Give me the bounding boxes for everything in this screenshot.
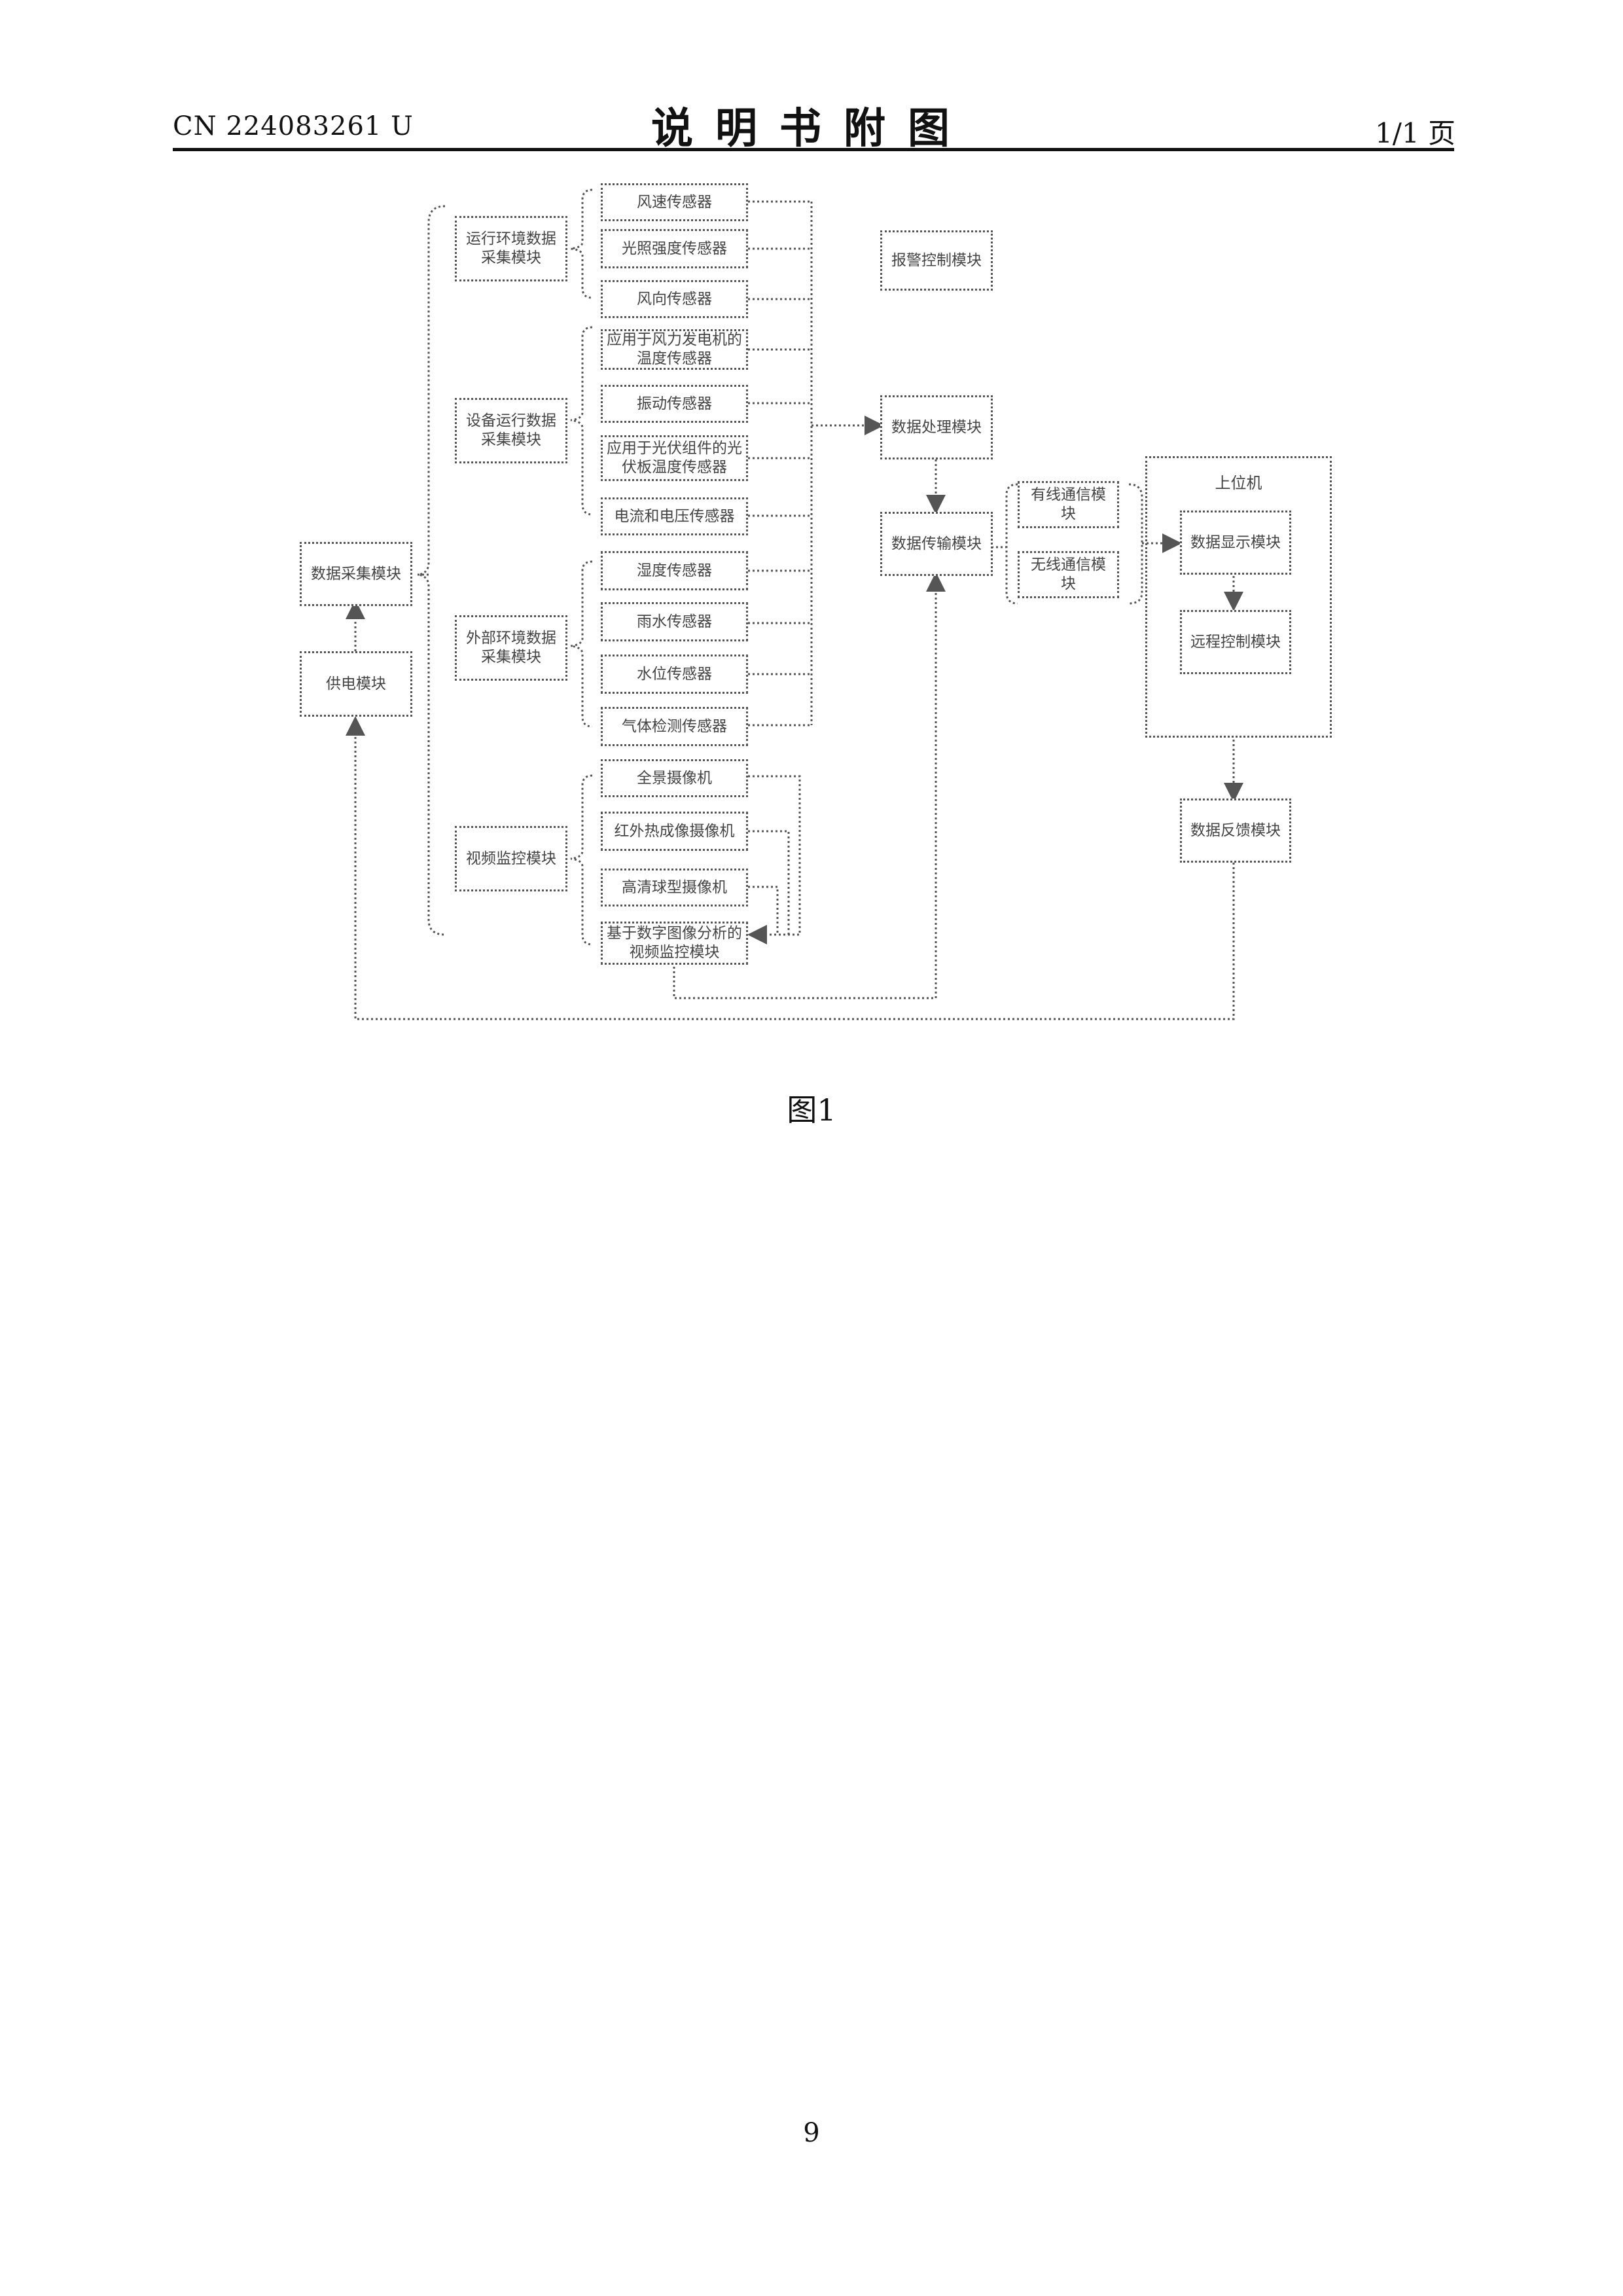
wind-turbine-temp-sensor: 应用于风力发电机的温度传感器 xyxy=(601,329,748,370)
data-collection-module: 数据采集模块 xyxy=(300,542,412,606)
host-computer-title: 上位机 xyxy=(1145,470,1332,493)
data-processing-module: 数据处理模块 xyxy=(880,395,993,459)
power-supply-module: 供电模块 xyxy=(300,651,412,717)
page-number: 9 xyxy=(0,2118,1623,2148)
wireless-comm-module: 无线通信模块 xyxy=(1018,551,1119,598)
device-collect-module: 设备运行数据采集模块 xyxy=(455,398,567,463)
host-computer-group xyxy=(1145,456,1332,738)
rain-sensor: 雨水传感器 xyxy=(601,602,748,641)
vibration-sensor: 振动传感器 xyxy=(601,385,748,423)
hd-dome-camera: 高清球型摄像机 xyxy=(601,869,748,906)
env-brace xyxy=(571,190,592,298)
wind-direction-sensor: 风向传感器 xyxy=(601,280,748,318)
wired-comm-module: 有线通信模块 xyxy=(1018,481,1119,528)
external-brace xyxy=(571,562,592,726)
video-brace xyxy=(571,776,592,944)
wind-speed-sensor: 风速传感器 xyxy=(601,183,748,221)
data-transmission-module: 数据传输模块 xyxy=(880,512,993,576)
vision-analysis-module: 基于数字图像分析的视频监控模块 xyxy=(601,922,748,965)
remote-control-module: 远程控制模块 xyxy=(1180,610,1291,674)
water-level-sensor: 水位传感器 xyxy=(601,655,748,694)
alarm-control-module: 报警控制模块 xyxy=(880,230,993,291)
data-display-module: 数据显示模块 xyxy=(1180,511,1291,575)
device-brace xyxy=(571,327,592,514)
pv-temp-sensor: 应用于光伏组件的光伏板温度传感器 xyxy=(601,435,748,481)
video-monitor-module: 视频监控模块 xyxy=(455,826,567,891)
gas-sensor: 气体检测传感器 xyxy=(601,707,748,746)
current-voltage-sensor: 电流和电压传感器 xyxy=(601,497,748,535)
panoramic-camera: 全景摄像机 xyxy=(601,759,748,797)
collection-brace xyxy=(419,206,445,935)
data-feedback-module: 数据反馈模块 xyxy=(1180,798,1291,863)
figure-caption: 图1 xyxy=(0,1086,1623,1130)
external-collect-module: 外部环境数据采集模块 xyxy=(455,615,567,681)
infrared-camera: 红外热成像摄像机 xyxy=(601,812,748,851)
env-collect-module: 运行环境数据采集模块 xyxy=(455,216,567,281)
light-intensity-sensor: 光照强度传感器 xyxy=(601,229,748,268)
humidity-sensor: 湿度传感器 xyxy=(601,551,748,590)
